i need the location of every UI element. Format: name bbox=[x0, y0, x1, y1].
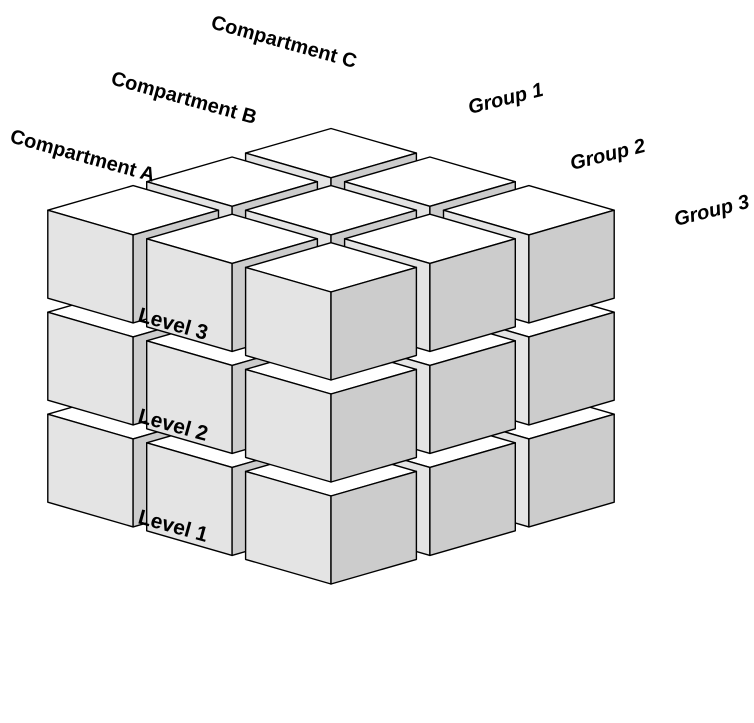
cube-right-face bbox=[429, 442, 516, 557]
cube-right-face bbox=[330, 266, 418, 381]
cube-right-face bbox=[528, 209, 615, 324]
cube bbox=[244, 241, 418, 381]
cube-grid bbox=[47, 127, 615, 585]
cube-right-face bbox=[330, 470, 418, 585]
cube-right-face bbox=[528, 311, 615, 426]
cube-right-face bbox=[429, 340, 516, 455]
cube-right-face bbox=[528, 413, 615, 528]
compartment-label-b: Compartment B bbox=[109, 68, 259, 129]
compartment-label-a: Compartment A bbox=[8, 126, 158, 187]
cube-right-face bbox=[330, 368, 418, 483]
compartment-label-c: Compartment C bbox=[209, 12, 359, 73]
cube-right-face bbox=[429, 238, 516, 353]
group-label-1: Group 1 bbox=[466, 79, 546, 119]
group-label-3: Group 3 bbox=[672, 191, 752, 231]
group-label-2: Group 2 bbox=[568, 135, 648, 175]
